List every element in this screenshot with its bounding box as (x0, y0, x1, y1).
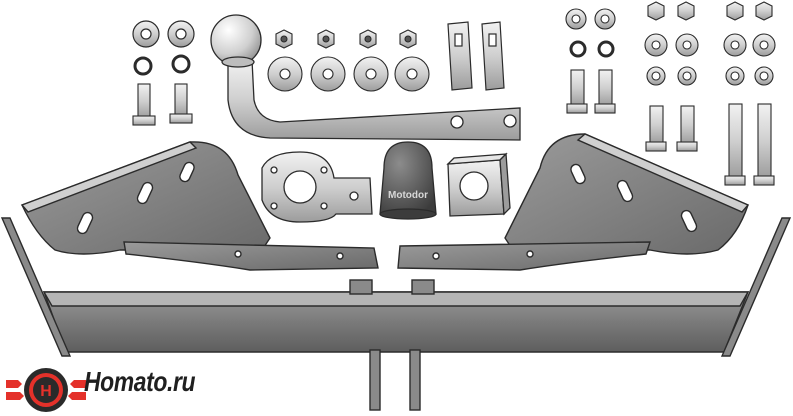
spacer-plates (447, 21, 505, 91)
spring-washer (171, 54, 191, 74)
washer-group-left (132, 20, 195, 76)
bolt (137, 83, 151, 119)
bolt (174, 83, 188, 117)
spacer-plate (447, 21, 473, 91)
tow-ball-arm (210, 14, 521, 141)
nut-washer-row (267, 29, 430, 92)
logo-wordmark: Homato.ru (84, 366, 196, 397)
hardware-right (565, 1, 776, 186)
socket-bracket (446, 152, 511, 217)
arm-hole (503, 114, 517, 128)
homato-logo-emblem: H (6, 368, 86, 412)
cover-brand-label: Motodor (388, 190, 428, 201)
arm-hole (450, 115, 464, 129)
spring-washer (133, 56, 153, 76)
right-side-bracket (397, 133, 750, 271)
bolt-group-left (132, 83, 193, 126)
svg-text:H: H (40, 383, 52, 400)
left-side-bracket (20, 141, 379, 271)
crossbar (0, 217, 792, 411)
socket-plate (261, 151, 373, 223)
ball-cover: Motodor (379, 141, 437, 220)
spacer-plate (481, 21, 505, 91)
